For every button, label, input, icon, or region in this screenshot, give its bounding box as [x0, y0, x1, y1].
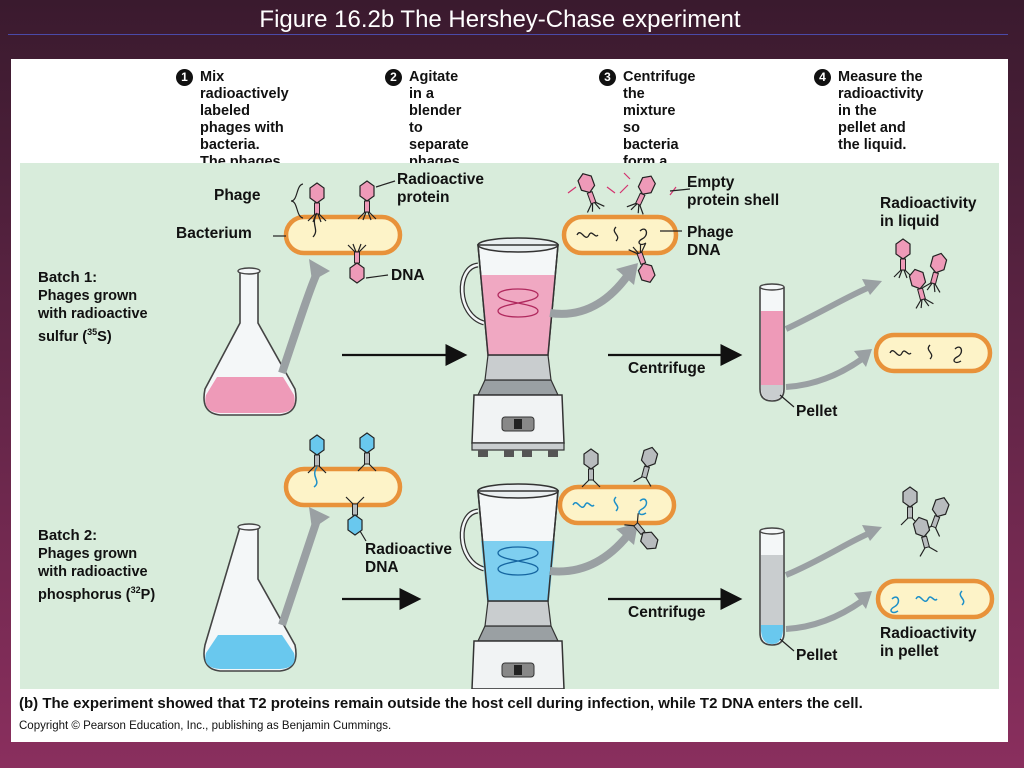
- label-pellet-1: Pellet: [796, 403, 838, 420]
- label-bacterium: Bacterium: [176, 225, 252, 242]
- label-phage-dna: Phage DNA: [687, 224, 734, 259]
- flask-to-bacterium-arrow-2: [278, 515, 322, 627]
- batch1-line2: with radioactive: [38, 306, 148, 322]
- pellet-arrow-2: [785, 598, 864, 632]
- phage-brace: [290, 183, 304, 219]
- label-centrifuge-1: Centrifuge: [628, 360, 706, 377]
- label-centrifuge-2: Centrifuge: [628, 604, 706, 621]
- batch1-heading: Batch 1:: [38, 269, 98, 286]
- batch2-blended-mixture: [557, 444, 677, 555]
- batch1-result-liquid: [893, 238, 951, 311]
- step-text-4: Measure the radioactivity in the pellet …: [838, 69, 924, 153]
- batch2-result-liquid: [900, 486, 954, 558]
- pellet-arrow-1: [785, 356, 864, 390]
- blender-to-mix-arrow-2: [549, 532, 632, 576]
- flask-to-bacterium-arrow-1: [278, 269, 322, 375]
- batch2-blender: [462, 484, 564, 689]
- batch1-test-tube: [759, 283, 785, 402]
- batch1-line1: Phages grown: [38, 288, 138, 304]
- label-empty-protein-shell: Empty protein shell: [687, 174, 780, 209]
- experiment-illustration: [203, 170, 995, 689]
- batch1-line3: sulfur (35S): [38, 327, 112, 345]
- batch2-result-pellet: [875, 578, 995, 620]
- batch1-blended-mixture: [561, 170, 679, 286]
- batch2-flask: [203, 523, 297, 672]
- liquid-arrow-2: [784, 530, 872, 578]
- label-radioactive-protein: Radioactive protein: [397, 171, 485, 206]
- step-number-3: 3: [599, 69, 616, 86]
- label-radioactive-dna: Radioactive DNA: [365, 541, 453, 576]
- step-number-1: 1: [176, 69, 193, 86]
- batch1-blender: [462, 238, 564, 457]
- label-radioactivity-in-pellet: Radioactivity in pellet: [880, 625, 977, 660]
- step-number-2: 2: [385, 69, 402, 86]
- batch1-flask: [203, 267, 297, 416]
- batch2-line1: Phages grown: [38, 546, 138, 562]
- batch1-description: Batch 1: Phages grown with radioactive s…: [38, 269, 148, 346]
- batch2-test-tube: [759, 527, 785, 646]
- slide-title: Figure 16.2b The Hershey-Chase experimen…: [259, 6, 741, 33]
- batch2-description: Batch 2: Phages grown with radioactive p…: [38, 527, 155, 604]
- batch2-bacterium: [283, 432, 403, 536]
- label-dna: DNA: [391, 267, 425, 284]
- batch2-line2: with radioactive: [38, 564, 148, 580]
- figure-caption: (b) The experiment showed that T2 protei…: [19, 695, 863, 712]
- title-rule: [8, 34, 1008, 35]
- label-radioactivity-in-liquid: Radioactivity in liquid: [880, 195, 977, 230]
- label-pellet-2: Pellet: [796, 647, 838, 664]
- batch1-bacterium: [283, 180, 403, 284]
- experiment-area: Phage Bacterium Radioactive protein DNA …: [20, 163, 999, 689]
- caption-prefix: (b): [19, 695, 39, 712]
- batch2-line3: phosphorus (32P): [38, 585, 156, 603]
- figure-panel: 1 Mix radioactively labeled phages with …: [11, 59, 1008, 742]
- batch2-heading: Batch 2:: [38, 527, 98, 544]
- copyright-notice: Copyright © Pearson Education, Inc., pub…: [19, 720, 392, 732]
- step-number-4: 4: [814, 69, 831, 86]
- liquid-arrow-1: [784, 284, 872, 332]
- blender-to-mix-arrow-1: [549, 272, 632, 318]
- caption-text: The experiment showed that T2 proteins r…: [42, 695, 863, 712]
- label-phage: Phage: [214, 187, 261, 204]
- batch1-result-pellet: [873, 332, 993, 374]
